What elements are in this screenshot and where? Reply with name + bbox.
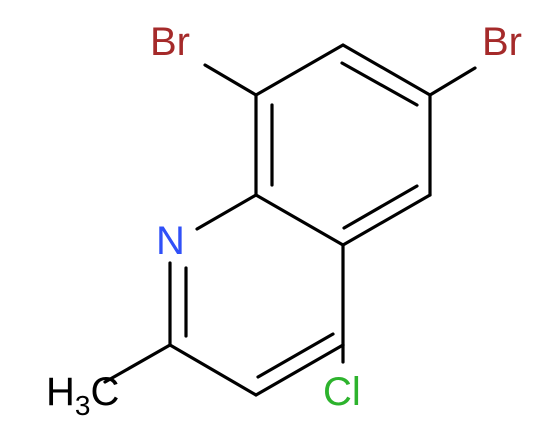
- methyl-subscript: 3: [75, 390, 91, 421]
- bond-c7-c6: [341, 43, 432, 97]
- bond-c2-c3: [168, 343, 258, 397]
- atom-label-cl: Cl: [323, 370, 361, 414]
- bond-c2-methyl: [103, 343, 172, 384]
- bond-c3-c4-inner: [256, 332, 335, 379]
- methyl-h: H: [46, 370, 75, 414]
- bond-c6-br: [428, 66, 477, 97]
- bond-c8a-n: [195, 193, 258, 231]
- bond-c8-c7: [254, 43, 345, 97]
- methyl-c: C: [90, 370, 119, 414]
- bond-c7-c6-inner: [340, 61, 419, 107]
- bond-c8-br: [203, 63, 258, 97]
- bond-c4a-c8a: [254, 193, 345, 247]
- bond-c5-c4a-inner: [342, 184, 419, 230]
- atom-label-br8: Br: [150, 20, 190, 64]
- bond-c5-c4a: [341, 193, 432, 247]
- atom-label-n: N: [156, 219, 185, 263]
- atom-label-methyl: H3C: [46, 370, 119, 421]
- bond-c3-c4: [254, 343, 345, 397]
- atom-label-br6: Br: [482, 20, 522, 64]
